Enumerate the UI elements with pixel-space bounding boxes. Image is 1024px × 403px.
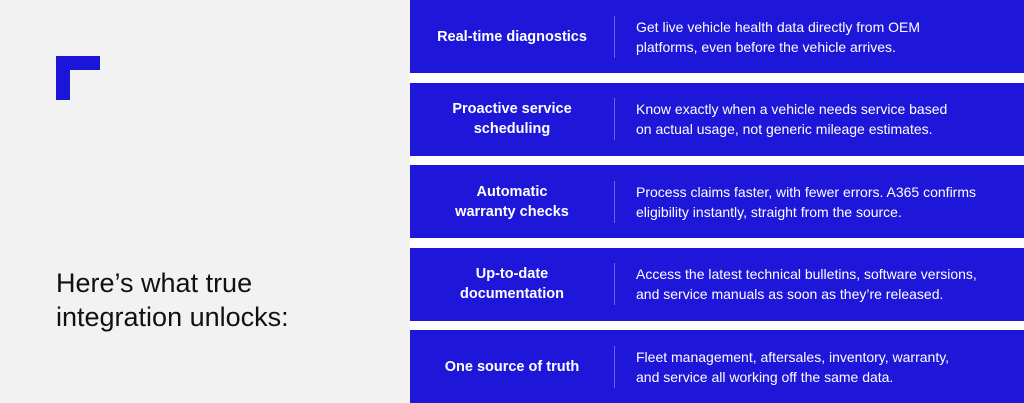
headline: Here’s what true integration unlocks: xyxy=(56,266,396,334)
feature-title: Up-to-date documentation xyxy=(410,264,614,304)
feature-row-real-time-diagnostics: Real-time diagnostics Get live vehicle h… xyxy=(410,0,1024,73)
feature-divider xyxy=(614,98,615,140)
feature-title: Real-time diagnostics xyxy=(410,27,614,47)
feature-list: Real-time diagnostics Get live vehicle h… xyxy=(410,0,1024,403)
feature-divider xyxy=(614,15,615,58)
feature-description: Process claims faster, with fewer errors… xyxy=(615,182,1024,222)
feature-description: Fleet management, aftersales, inventory,… xyxy=(615,347,1024,387)
feature-title-line: Proactive service xyxy=(452,101,572,117)
feature-title-line: Up-to-date xyxy=(475,266,549,282)
feature-description: Get live vehicle health data directly fr… xyxy=(615,17,1024,57)
feature-title-line: warranty checks xyxy=(455,203,569,220)
feature-title-line: documentation xyxy=(460,286,564,302)
feature-desc-line: Process claims faster, with fewer errors… xyxy=(636,183,976,200)
feature-title-line: One source of truth xyxy=(444,358,580,375)
feature-desc-line: on actual usage, not generic mileage est… xyxy=(636,121,933,137)
feature-desc-line: and service all working off the same dat… xyxy=(636,368,894,385)
feature-divider xyxy=(614,345,615,388)
feature-divider xyxy=(614,180,615,223)
feature-description: Access the latest technical bulletins, s… xyxy=(615,264,1024,304)
corner-bracket-logo-icon xyxy=(56,56,100,100)
feature-row-proactive-service-scheduling: Proactive service scheduling Know exactl… xyxy=(410,82,1024,156)
logo-bar-vertical xyxy=(56,56,70,100)
feature-title: Automatic warranty checks xyxy=(410,182,614,222)
feature-row-automatic-warranty-checks: Automatic warranty checks Process claims… xyxy=(410,165,1024,238)
feature-desc-line: and service manuals as soon as they’re r… xyxy=(636,286,944,302)
feature-desc-line: Know exactly when a vehicle needs servic… xyxy=(636,101,948,117)
feature-divider xyxy=(614,263,615,305)
headline-line-2: integration unlocks: xyxy=(56,302,289,332)
feature-title-line: scheduling xyxy=(473,121,551,137)
left-panel: Here’s what true integration unlocks: xyxy=(0,0,410,403)
feature-desc-line: platforms, even before the vehicle arriv… xyxy=(636,38,896,55)
feature-title-line: Automatic xyxy=(476,183,548,200)
feature-desc-line: eligibility instantly, straight from the… xyxy=(636,203,902,220)
feature-description: Know exactly when a vehicle needs servic… xyxy=(615,99,1024,139)
feature-desc-line: Fleet management, aftersales, inventory,… xyxy=(636,348,950,365)
feature-row-one-source-of-truth: One source of truth Fleet management, af… xyxy=(410,330,1024,403)
feature-desc-line: Access the latest technical bulletins, s… xyxy=(636,266,977,282)
headline-line-1: Here’s what true xyxy=(56,268,253,298)
feature-title-line: Real-time diagnostics xyxy=(437,28,587,45)
feature-title: Proactive service scheduling xyxy=(410,99,614,139)
feature-desc-line: Get live vehicle health data directly fr… xyxy=(636,18,921,35)
feature-row-up-to-date-documentation: Up-to-date documentation Access the late… xyxy=(410,247,1024,321)
feature-title: One source of truth xyxy=(410,357,614,377)
